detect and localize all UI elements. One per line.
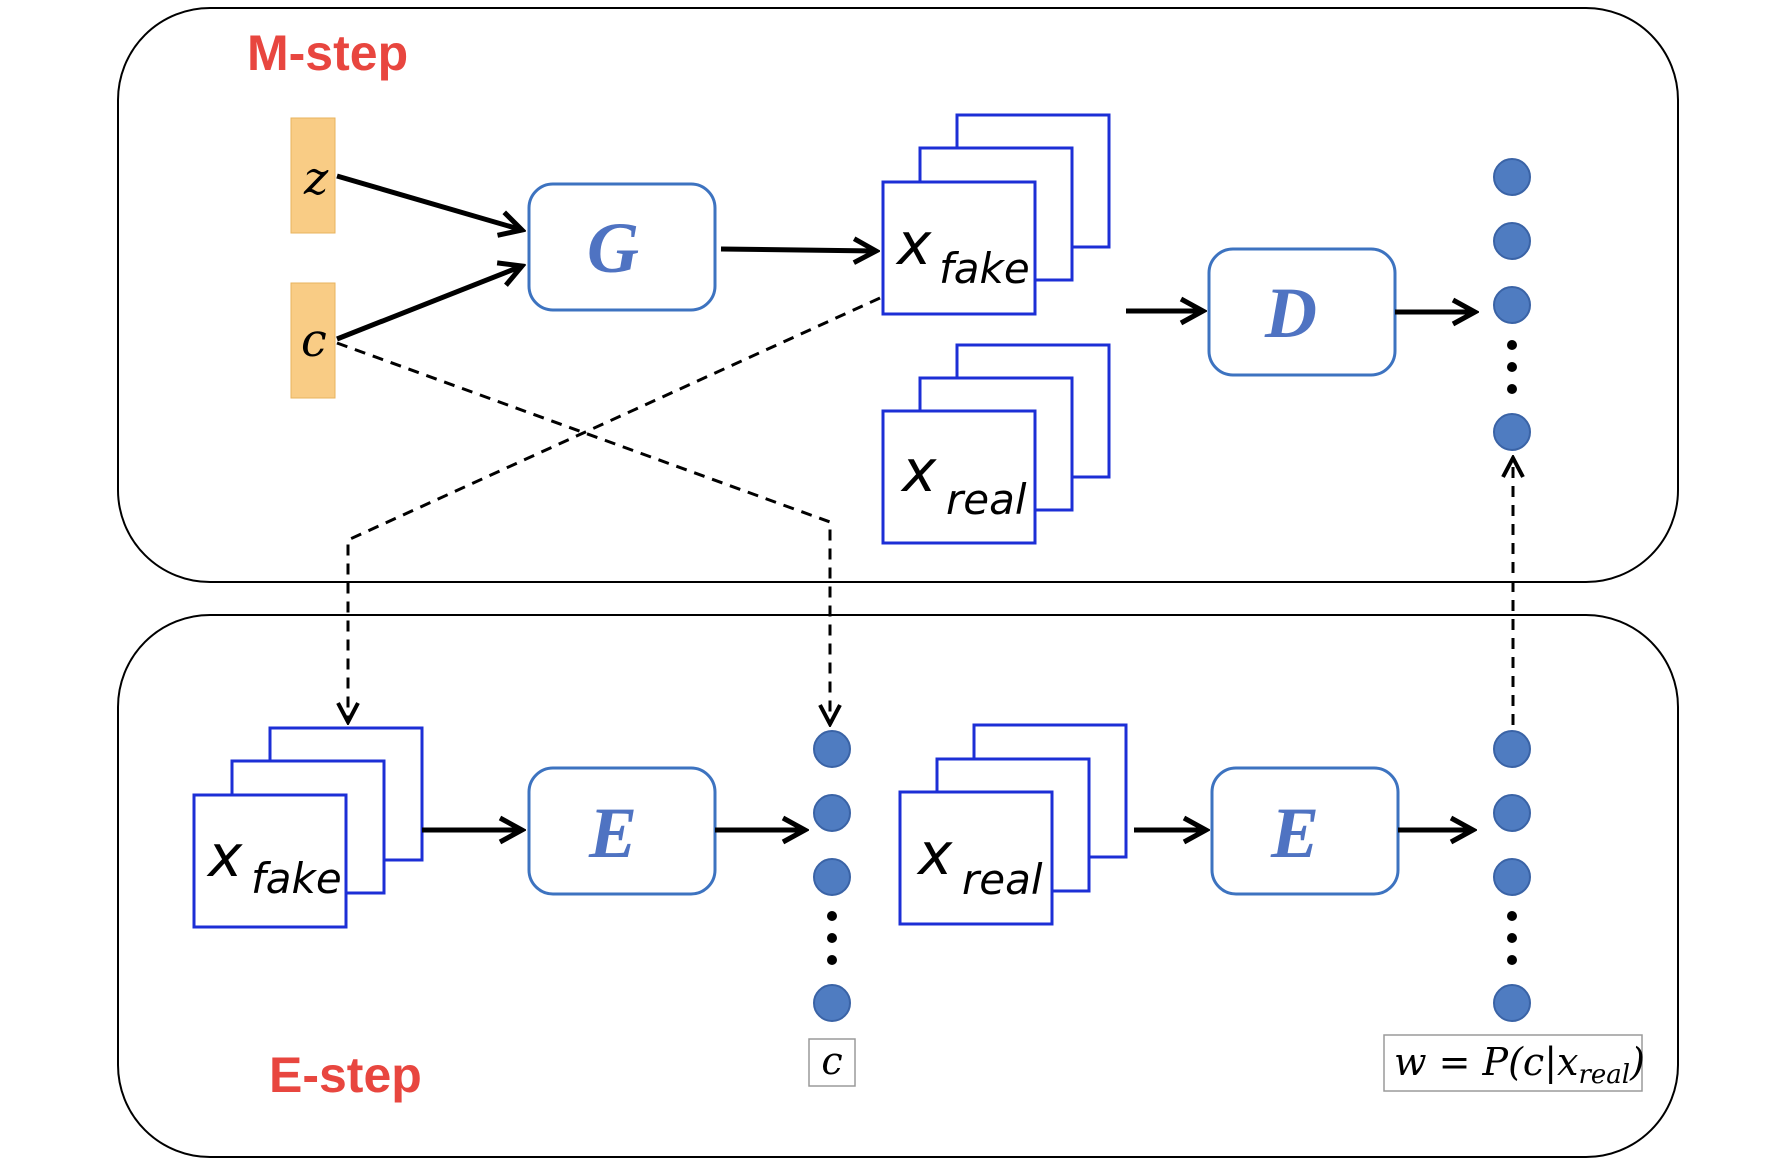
real-stack-subscript: real: [946, 475, 1027, 524]
encoder-real-label: E: [1270, 793, 1319, 873]
fake-stack-subscript: fake: [939, 244, 1030, 293]
output-node: [813, 730, 851, 768]
discriminator-label: D: [1264, 273, 1317, 353]
output-node: [813, 858, 851, 896]
ellipsis-dot: [1507, 384, 1517, 394]
w-formula-subscript: real: [1578, 1060, 1630, 1090]
output-node: [1493, 858, 1531, 896]
c-input-label: c: [301, 313, 327, 367]
real-image-stack-e: x real: [898, 723, 1128, 926]
xfake-copy-dashed-arrow: [348, 296, 881, 722]
fake-stack-e-subscript: fake: [251, 854, 342, 903]
ellipsis-dot: [1507, 362, 1517, 372]
ellipsis-dot: [1507, 911, 1517, 921]
w-formula-suffix: ): [1629, 1040, 1645, 1084]
c-to-g-arrow: [336, 266, 522, 342]
ellipsis-dot: [1507, 340, 1517, 350]
output-node: [1493, 158, 1531, 196]
output-node: [1493, 222, 1531, 260]
real-image-stack: x real: [881, 343, 1111, 545]
m-step-label: M-step: [247, 25, 408, 81]
output-node: [1493, 730, 1531, 768]
output-node: [1493, 794, 1531, 832]
real-stack-symbol: x: [900, 437, 937, 505]
discriminator-box: D: [1207, 247, 1397, 377]
ellipsis-dot: [1507, 955, 1517, 965]
encoder-fake-label: E: [588, 793, 637, 873]
fake-image-stack: x fake: [881, 113, 1111, 316]
e-step-panel: E-step x fake E c: [117, 614, 1679, 1158]
discriminator-output-nodes: [1493, 158, 1531, 451]
fake-stack-e-symbol: x: [206, 822, 243, 890]
ellipsis-dot: [1507, 933, 1517, 943]
output-node: [813, 984, 851, 1022]
e-step-label: E-step: [269, 1047, 422, 1103]
output-node: [1493, 984, 1531, 1022]
encoder-box-fake: E: [527, 766, 717, 896]
m-step-panel: M-step z c G x fake x: [117, 7, 1679, 583]
w-output-nodes: [1493, 730, 1531, 1022]
ellipsis-dot: [827, 955, 837, 965]
fake-image-stack-e: x fake: [192, 726, 424, 929]
w-formula-prefix: w = P(c|x: [1394, 1040, 1578, 1084]
real-stack-e-subscript: real: [962, 855, 1043, 904]
z-input-vector: z: [290, 117, 336, 234]
ellipsis-dot: [827, 911, 837, 921]
c-copy-dashed-arrow: [336, 341, 830, 724]
w-formula-box: w = P(c|xreal): [1383, 1034, 1645, 1092]
c-output-label-box: c: [808, 1038, 856, 1087]
output-node: [1493, 413, 1531, 451]
w-formula: w = P(c|xreal): [1394, 1040, 1645, 1090]
output-node: [813, 794, 851, 832]
g-to-xfake-arrow: [720, 249, 876, 251]
c-output-label: c: [821, 1039, 842, 1083]
z-to-g-arrow: [336, 173, 522, 230]
ellipsis-dot: [827, 933, 837, 943]
z-input-label: z: [303, 151, 329, 205]
real-stack-e-symbol: x: [916, 820, 953, 888]
c-output-nodes: [813, 730, 851, 1022]
fake-stack-symbol: x: [895, 210, 932, 278]
generator-label: G: [587, 208, 639, 288]
output-node: [1493, 286, 1531, 324]
c-input-vector: c: [290, 282, 336, 399]
encoder-box-real: E: [1210, 766, 1400, 896]
generator-box: G: [527, 182, 717, 312]
